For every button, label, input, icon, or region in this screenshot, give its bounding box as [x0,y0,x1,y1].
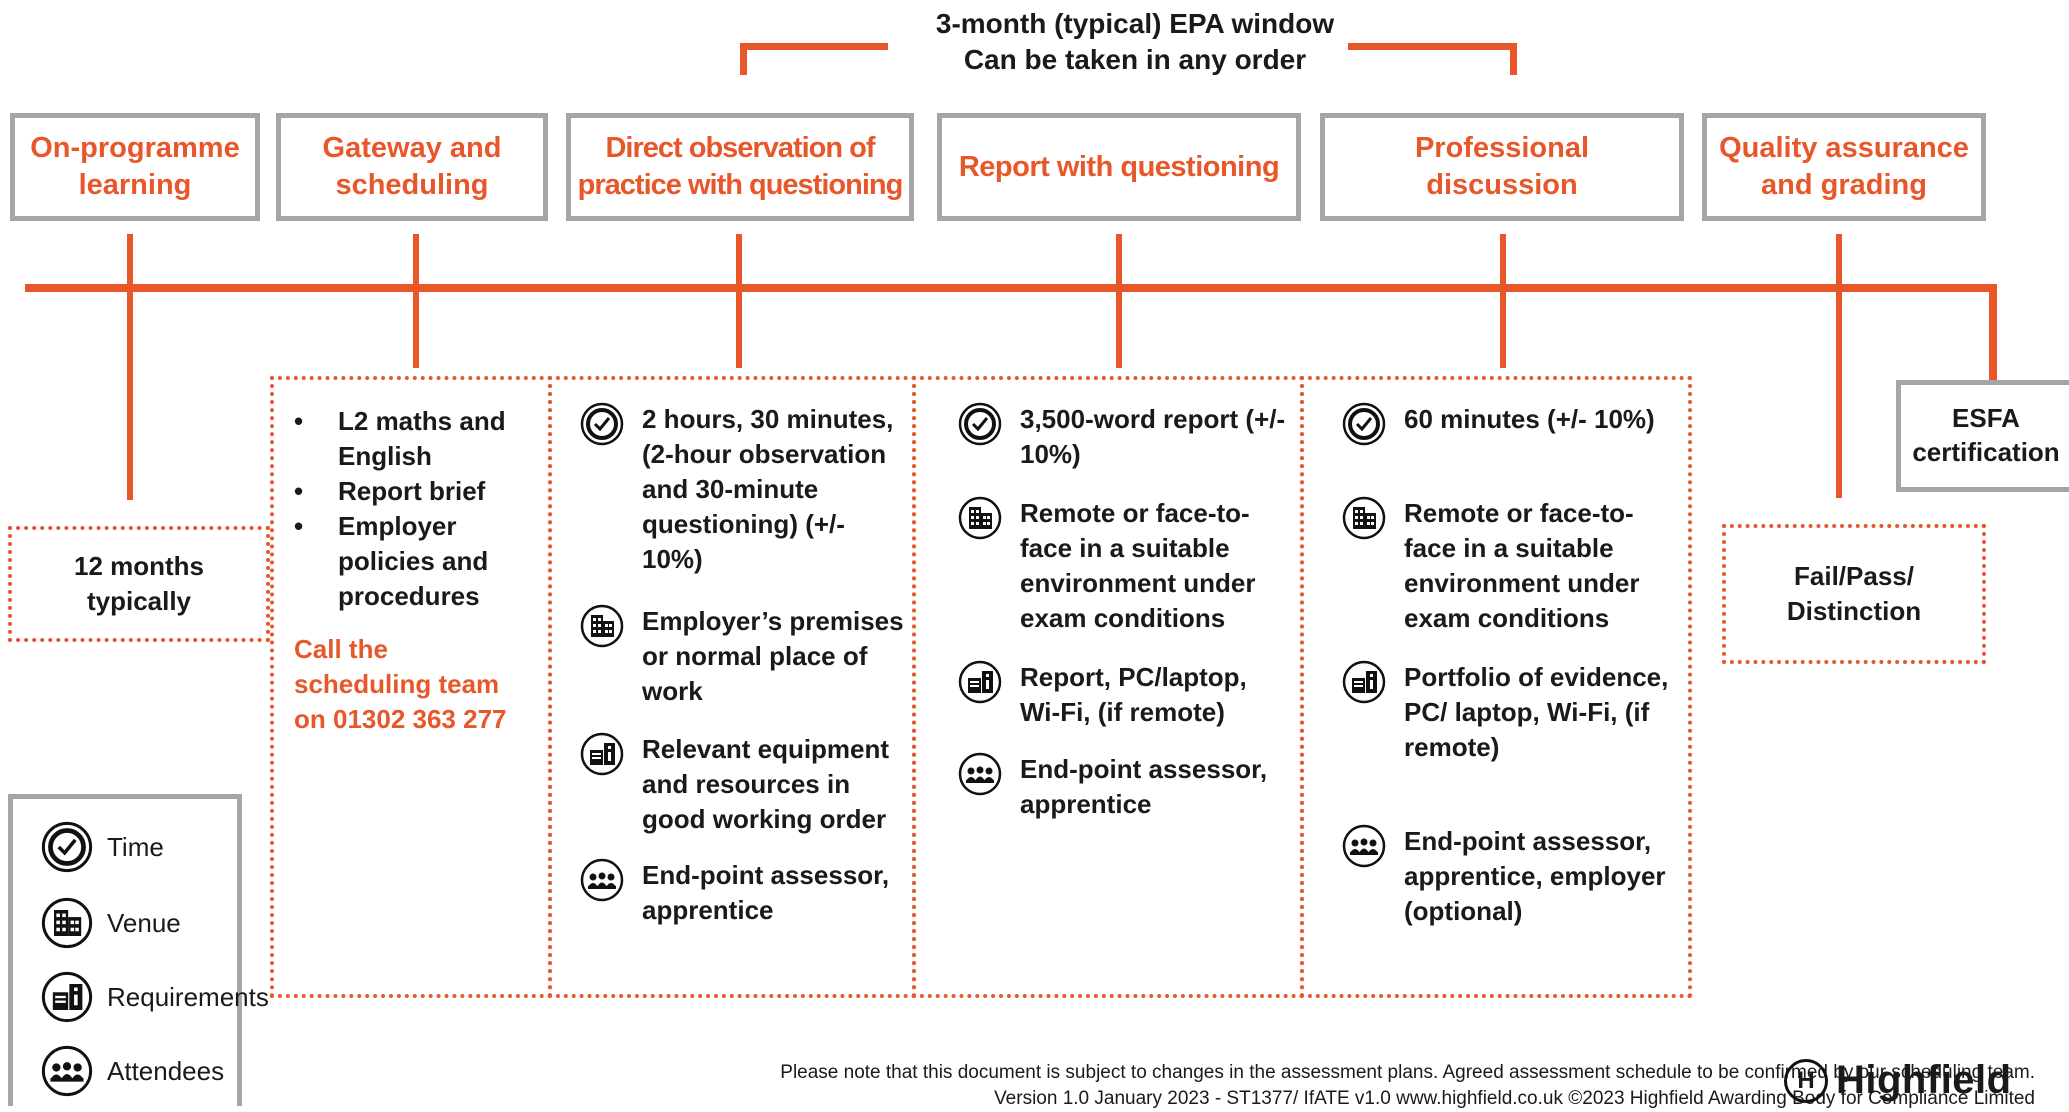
connector-quality [1836,234,1842,498]
report-requirements-row: Report, PC/laptop, Wi-Fi, (if remote) [958,660,1288,730]
scheduling-call-text: Call the scheduling team on 01302 363 27… [294,634,507,734]
attendees-icon [580,858,624,902]
attendees-icon [1342,824,1386,868]
highfield-logo: H Highfield [1784,1058,2012,1103]
bracket-left-top [740,43,888,50]
legend-time: Time [41,821,164,873]
requirements-icon [41,971,93,1023]
report-attendees-row: End-point assessor, apprentice [958,752,1288,822]
time-icon [41,821,93,873]
connector-on-programme-down [127,290,133,500]
gateway-bullet: L2 maths and English [290,404,545,474]
stage-report: Report with questioning [937,113,1301,221]
connector-discussion [1500,234,1506,368]
time-icon [1342,402,1386,446]
venue-icon [1342,496,1386,540]
bracket-right-top [1348,43,1516,50]
gateway-bullet: Employer policies and procedures [290,509,545,614]
observation-attendees-row: End-point assessor, apprentice [580,858,905,928]
requirements-icon [958,660,1002,704]
legend-venue: Venue [41,897,181,949]
shield-icon: H [1784,1058,1828,1103]
gateway-content: L2 maths and English Report brief Employ… [290,404,545,737]
connector-gateway [413,234,419,368]
observation-requirements-row: Relevant equipment and resources in good… [580,732,905,837]
connector-observation [736,234,742,368]
requirements-icon [580,732,624,776]
observation-time-row: 2 hours, 30 minutes, (2-hour observation… [580,402,905,577]
report-time-row: 3,500-word report (+/- 10%) [958,402,1288,472]
discussion-time-row: 60 minutes (+/- 10%) [1342,402,1672,446]
esfa-certification-box: ESFA certification [1896,380,2069,492]
timeline [25,284,1997,292]
epa-window-subtitle: Can be taken in any order [963,44,1307,75]
connector-report [1116,234,1122,368]
attendees-icon [41,1045,93,1097]
attendees-icon [958,752,1002,796]
discussion-attendees-row: End-point assessor, apprentice, employer… [1342,824,1672,929]
venue-icon [958,496,1002,540]
footer-note: Please note that this document is subjec… [780,1062,2035,1109]
legend-requirements: Requirements [41,971,269,1023]
bracket-right-leg [1510,43,1517,75]
epa-window-title: 3-month (typical) EPA window [935,8,1335,39]
legend-attendees: Attendees [41,1045,224,1097]
venue-icon [41,897,93,949]
bracket-left-leg [740,43,747,75]
observation-venue-row: Employer’s premises or normal place of w… [580,604,905,709]
discussion-venue-row: Remote or face-to-face in a suitable env… [1342,496,1672,636]
discussion-requirements-row: Portfolio of evidence, PC/ laptop, Wi-Fi… [1342,660,1672,765]
grading-box: Fail/Pass/Distinction [1722,524,1986,664]
legend: Time Venue Requirements Attendees [8,794,269,1106]
time-icon [958,402,1002,446]
time-icon [580,402,624,446]
discussion-panel [1300,376,1692,998]
epa-window-header: 3-month (typical) EPA window Can be take… [850,6,1420,78]
connector-on-programme-up [127,234,133,284]
connector-esfa [1989,284,1997,382]
venue-icon [580,604,624,648]
logo-wordmark: Highfield [1836,1058,2012,1102]
requirements-icon [1342,660,1386,704]
report-venue-row: Remote or face-to-face in a suitable env… [958,496,1288,636]
gateway-bullet: Report brief [290,474,545,509]
